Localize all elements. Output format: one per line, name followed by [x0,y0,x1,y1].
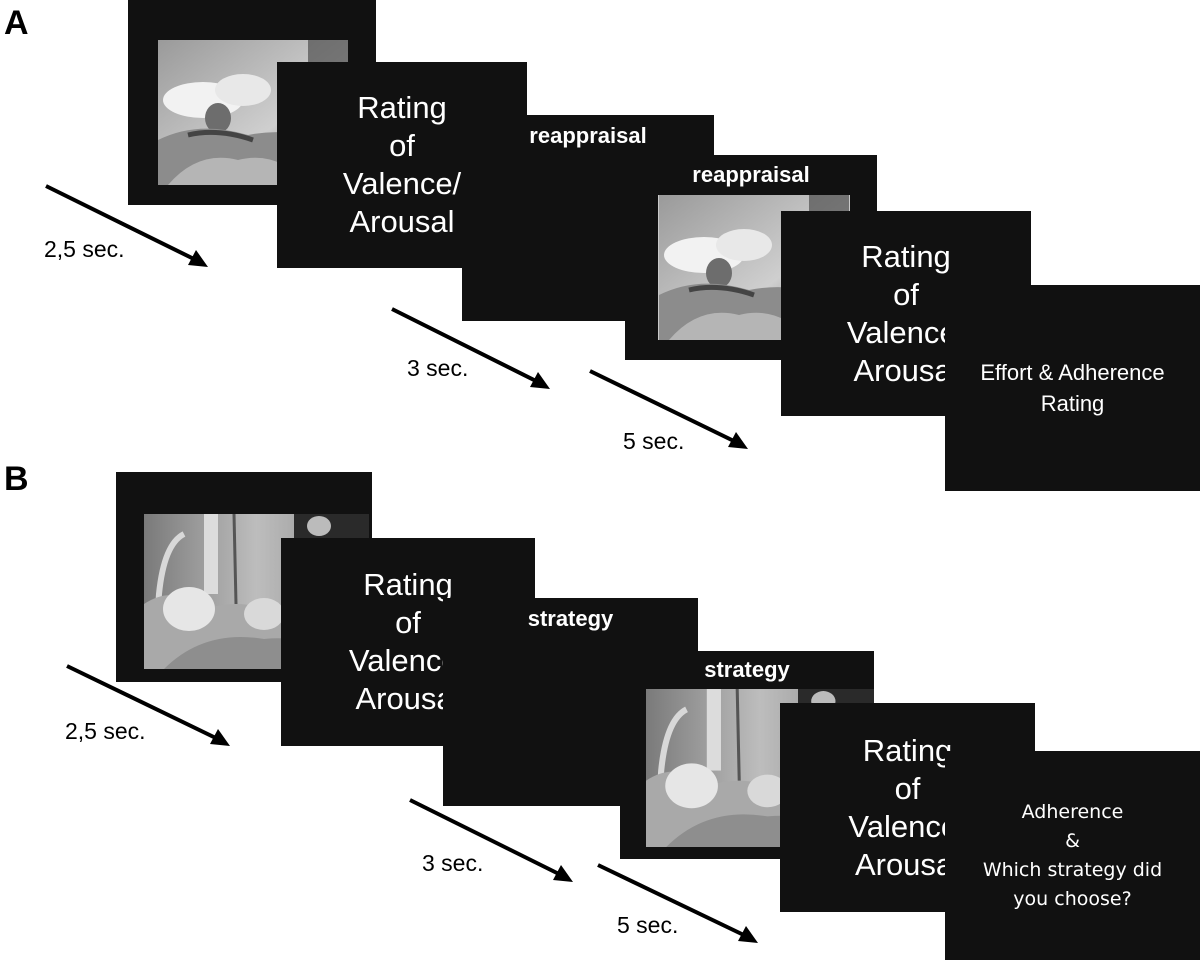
diagonal-arrow-icon [590,371,740,444]
diagonal-arrow-icon [410,800,565,877]
diagonal-arrow-icon [67,666,222,741]
diagonal-arrow-icon [598,865,750,938]
diagonal-arrow-icon [392,309,542,384]
diagonal-arrow-icon [46,186,200,262]
